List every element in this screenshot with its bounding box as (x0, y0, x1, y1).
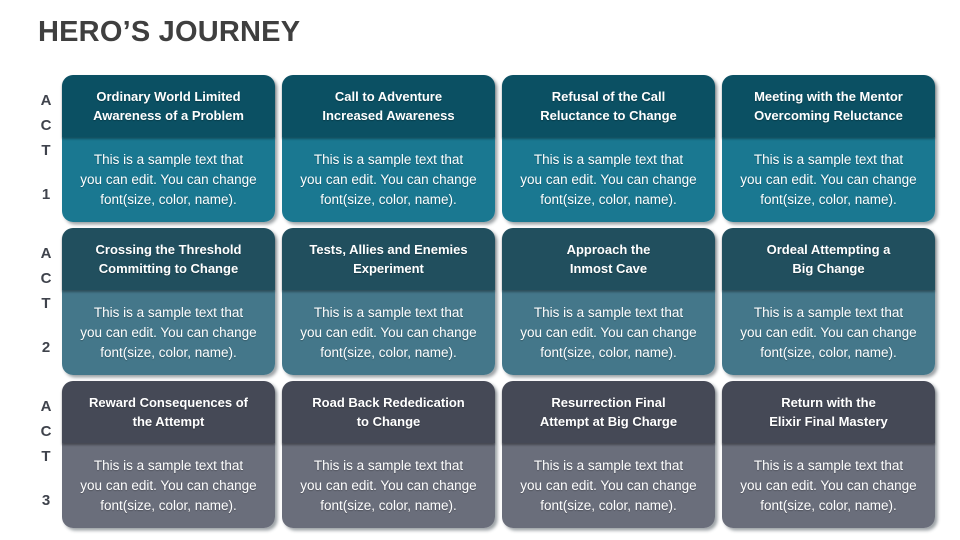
act-label-number: 1 (41, 186, 51, 203)
slide-title: HERO’S JOURNEY (38, 16, 301, 48)
card-body-text: This is a sample text that you can edit.… (722, 137, 935, 222)
card-body-text: This is a sample text that you can edit.… (62, 290, 275, 375)
card-resurrection: Resurrection Final Attempt at Big Charge… (502, 381, 715, 528)
card-call-to-adventure: Call to Adventure Increased Awareness Th… (282, 75, 495, 222)
act-label-letter: T (41, 448, 51, 465)
card-body-text: This is a sample text that you can edit.… (282, 137, 495, 222)
card-heading: Refusal of the Call Reluctance to Change (502, 75, 715, 137)
card-tests-allies-enemies: Tests, Allies and Enemies Experiment Thi… (282, 228, 495, 375)
card-body-text: This is a sample text that you can edit.… (282, 443, 495, 528)
act1-row: A C T 1 Ordinary World Limited Awareness… (30, 75, 935, 222)
act-label-number: 3 (41, 492, 51, 509)
act-label-letter: T (41, 142, 51, 159)
act2-label: A C T 2 (30, 228, 62, 375)
card-body-text: This is a sample text that you can edit.… (502, 137, 715, 222)
card-heading: Ordeal Attempting a Big Change (722, 228, 935, 290)
card-reward: Reward Consequences of the Attempt This … (62, 381, 275, 528)
card-body-text: This is a sample text that you can edit.… (502, 443, 715, 528)
act-label-letter: A (40, 92, 52, 109)
card-body-text: This is a sample text that you can edit.… (62, 443, 275, 528)
act1-cards-grid: Ordinary World Limited Awareness of a Pr… (62, 75, 935, 222)
card-heading: Meeting with the Mentor Overcoming Reluc… (722, 75, 935, 137)
act-label-letter: C (40, 423, 52, 440)
card-heading: Road Back Rededication to Change (282, 381, 495, 443)
card-body-text: This is a sample text that you can edit.… (722, 443, 935, 528)
card-refusal-of-the-call: Refusal of the Call Reluctance to Change… (502, 75, 715, 222)
card-heading: Reward Consequences of the Attempt (62, 381, 275, 443)
card-approach-inmost-cave: Approach the Inmost Cave This is a sampl… (502, 228, 715, 375)
act-label-letter: C (40, 117, 52, 134)
card-body-text: This is a sample text that you can edit.… (502, 290, 715, 375)
acts-container: A C T 1 Ordinary World Limited Awareness… (30, 75, 935, 534)
act2-row: A C T 2 Crossing the Threshold Committin… (30, 228, 935, 375)
act2-cards-grid: Crossing the Threshold Committing to Cha… (62, 228, 935, 375)
act3-cards-grid: Reward Consequences of the Attempt This … (62, 381, 935, 528)
card-ordeal: Ordeal Attempting a Big Change This is a… (722, 228, 935, 375)
card-heading: Crossing the Threshold Committing to Cha… (62, 228, 275, 290)
card-heading: Approach the Inmost Cave (502, 228, 715, 290)
act-label-number: 2 (41, 339, 51, 356)
act1-label: A C T 1 (30, 75, 62, 222)
card-body-text: This is a sample text that you can edit.… (722, 290, 935, 375)
card-body-text: This is a sample text that you can edit.… (282, 290, 495, 375)
act-label-letter: A (40, 245, 52, 262)
card-heading: Call to Adventure Increased Awareness (282, 75, 495, 137)
card-meeting-with-the-mentor: Meeting with the Mentor Overcoming Reluc… (722, 75, 935, 222)
card-heading: Return with the Elixir Final Mastery (722, 381, 935, 443)
act3-label: A C T 3 (30, 381, 62, 528)
card-return-with-elixir: Return with the Elixir Final Mastery Thi… (722, 381, 935, 528)
act-label-letter: A (40, 398, 52, 415)
act3-row: A C T 3 Reward Consequences of the Attem… (30, 381, 935, 528)
act-label-letter: C (40, 270, 52, 287)
card-ordinary-world: Ordinary World Limited Awareness of a Pr… (62, 75, 275, 222)
card-body-text: This is a sample text that you can edit.… (62, 137, 275, 222)
act-label-letter: T (41, 295, 51, 312)
card-heading: Ordinary World Limited Awareness of a Pr… (62, 75, 275, 137)
card-road-back: Road Back Rededication to Change This is… (282, 381, 495, 528)
card-crossing-the-threshold: Crossing the Threshold Committing to Cha… (62, 228, 275, 375)
card-heading: Resurrection Final Attempt at Big Charge (502, 381, 715, 443)
card-heading: Tests, Allies and Enemies Experiment (282, 228, 495, 290)
